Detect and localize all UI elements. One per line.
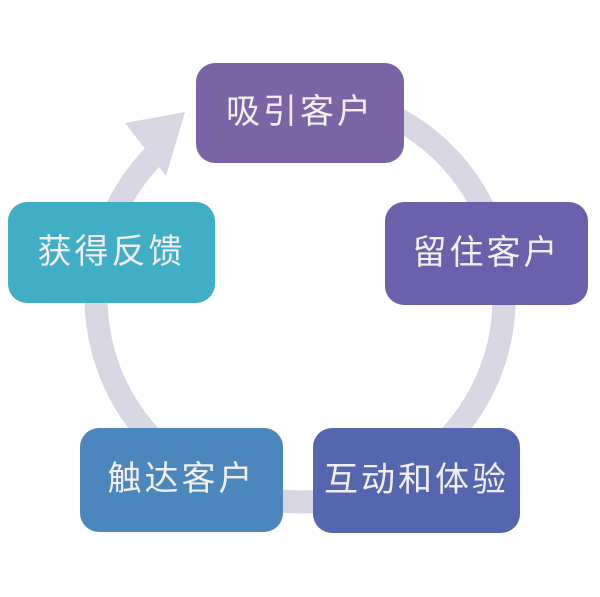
node-label-retain-customers: 留住客户: [412, 234, 561, 272]
node-label-interaction-experience: 互动和体验: [324, 461, 509, 499]
cycle-node-get-feedback: 获得反馈: [8, 202, 215, 303]
node-label-attract-customers: 吸引客户: [226, 94, 374, 131]
node-label-get-feedback: 获得反馈: [37, 233, 186, 271]
cycle-node-reach-customers: 触达客户: [80, 428, 283, 532]
cycle-node-retain-customers: 留住客户: [385, 202, 588, 305]
cycle-node-attract-customers: 吸引客户: [196, 63, 404, 163]
cycle-node-interaction-experience: 互动和体验: [313, 428, 520, 533]
cycle-arrowhead-icon: [125, 112, 185, 176]
node-label-reach-customers: 触达客户: [107, 461, 256, 498]
